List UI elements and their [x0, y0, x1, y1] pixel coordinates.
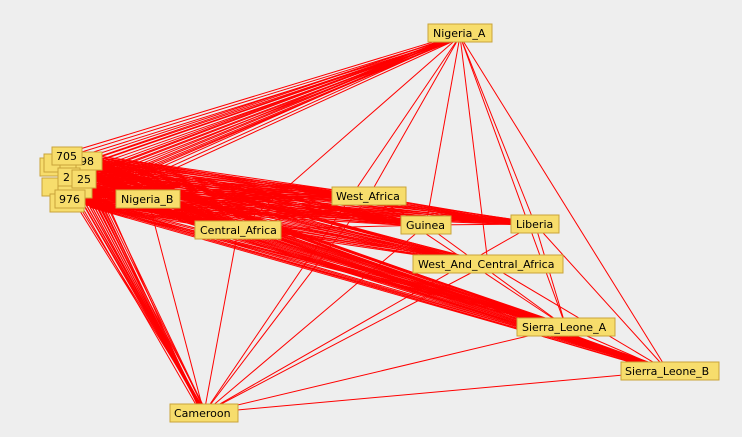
cluster-node-label: 25 [77, 173, 91, 186]
graph-edge [203, 229, 239, 414]
node-label: Guinea [406, 219, 445, 232]
graph-edge [203, 224, 427, 414]
graph-edge [81, 158, 490, 263]
node-cameroon[interactable]: Cameroon [169, 403, 239, 423]
graph-edge [85, 204, 205, 414]
graph-edge [81, 201, 667, 370]
node-label: Nigeria_B [121, 193, 173, 206]
node-central-africa[interactable]: Central_Africa [194, 220, 282, 240]
graph-edge [89, 206, 206, 415]
graph-edge [81, 173, 491, 263]
graph-edge [85, 204, 669, 372]
node-label: Sierra_Leone_B [625, 365, 709, 378]
graph-edge [203, 370, 669, 414]
graph-edge [147, 198, 205, 414]
graph-edge [69, 34, 458, 153]
cluster-node-label: 98 [80, 155, 94, 168]
node-west-africa[interactable]: West_Africa [331, 186, 407, 206]
graph-edge [425, 35, 461, 226]
graph-edge [69, 34, 461, 182]
node-label: Nigeria_A [433, 27, 486, 40]
graph-edge [459, 35, 536, 225]
graph-edge [534, 223, 567, 328]
graph-edge [81, 202, 204, 412]
graph-edge [77, 199, 203, 415]
graph-edge [73, 153, 534, 225]
cluster-node-25[interactable]: 25 [71, 169, 97, 189]
node-liberia[interactable]: Liberia [510, 214, 560, 234]
node-label: Central_Africa [200, 224, 277, 237]
sample-node-cluster[interactable]: 98 705 2 25 976 [39, 146, 103, 213]
graph-edge [81, 158, 537, 223]
cluster-node-label: 2 [63, 171, 70, 184]
graph-edge [459, 35, 669, 372]
node-nigeria-a[interactable]: Nigeria_A [427, 23, 493, 43]
graph-edge [459, 35, 567, 328]
node-label: West_And_Central_Africa [418, 258, 554, 271]
graph-edge [425, 224, 567, 328]
node-nigeria-b[interactable]: Nigeria_B [115, 189, 181, 209]
node-sierra-leone-b[interactable]: Sierra_Leone_B [620, 361, 720, 381]
graph-edge [203, 195, 370, 414]
graph-edges [69, 34, 671, 415]
cluster-node-976[interactable]: 976 [54, 189, 86, 209]
graph-edge [69, 194, 670, 370]
graph-edge [203, 35, 461, 414]
cluster-node-label: 976 [59, 193, 80, 206]
cluster-node-705[interactable]: 705 [51, 146, 83, 166]
node-west-and-central-africa[interactable]: West_And_Central_Africa [412, 254, 564, 274]
node-guinea[interactable]: Guinea [400, 215, 452, 235]
graph-edge [203, 263, 489, 414]
node-label: Cameroon [174, 407, 231, 420]
graph-edge [89, 206, 670, 373]
graph-edge [203, 326, 567, 414]
node-label: West_Africa [336, 190, 400, 203]
graph-edge [534, 223, 669, 372]
node-label: Liberia [516, 218, 553, 231]
graph-edge [85, 35, 461, 206]
graph-edge [368, 35, 461, 197]
graph-edge [69, 34, 459, 167]
graph-edge [73, 168, 489, 265]
node-sierra-leone-a[interactable]: Sierra_Leone_A [516, 317, 616, 337]
cluster-node-label: 705 [56, 150, 77, 163]
graph-edge [459, 35, 489, 265]
node-label: Sierra_Leone_A [522, 321, 607, 334]
graph-edge [85, 161, 491, 265]
